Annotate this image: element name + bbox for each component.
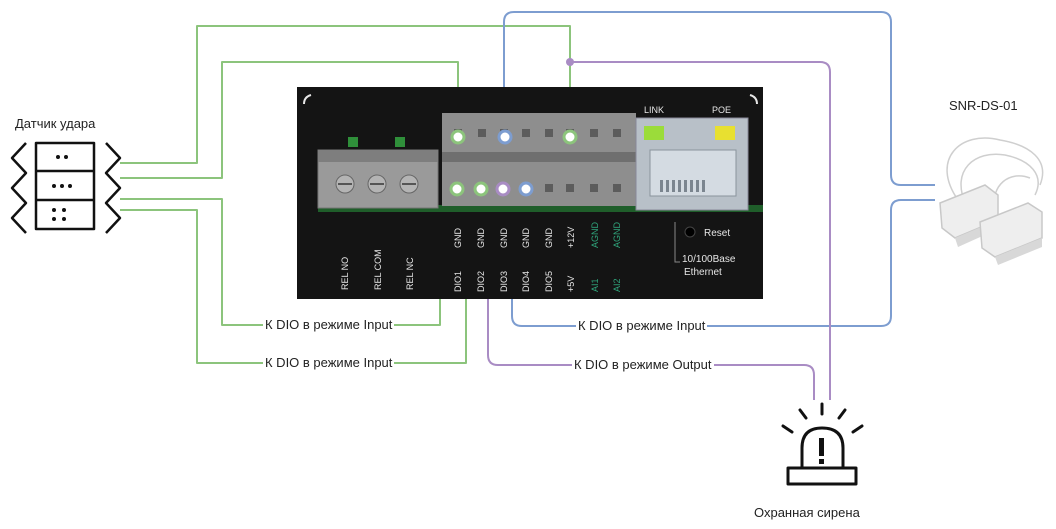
wire-label-input-2: К DIO в режиме Input (263, 355, 395, 371)
relay-pin-label: REL NO (340, 257, 350, 290)
controller-panel (297, 87, 763, 299)
pin-label-bottom: DIO2 (476, 271, 486, 292)
pin-label-top: GND (544, 228, 554, 249)
wire-label-input-1: К DIO в режиме Input (263, 317, 395, 333)
pin-label-bottom: AI1 (590, 278, 600, 292)
link-label: LINK (644, 105, 664, 115)
magnet-body-icon (939, 184, 1043, 265)
magnetic-sensor-label: SNR-DS-01 (949, 98, 1018, 113)
pin-label-bottom: DIO5 (544, 271, 554, 292)
pin-label-bottom: DIO1 (453, 271, 463, 292)
pin-label-bottom: +5V (566, 276, 576, 292)
purple-wire-siren (570, 61, 831, 400)
terminal-markers (449, 129, 578, 197)
wire-label-output: К DIO в режиме Output (572, 357, 714, 373)
relay-pin-label: REL NC (405, 257, 415, 290)
reset-icon (684, 226, 696, 238)
blue-wire-top (503, 11, 935, 186)
pin-label-top: GND (453, 228, 463, 249)
pin-label-bottom: DIO4 (521, 271, 531, 292)
ethernet-label-2: Ethernet (684, 267, 722, 278)
ethernet-label-1: 10/100Base (682, 254, 736, 265)
relay-pin-label: REL COM (373, 249, 383, 290)
blue-wire-bottom (511, 196, 935, 327)
siren-label: Охранная сирена (754, 505, 860, 520)
pin-label-top: GND (521, 228, 531, 249)
purple-wire-output (487, 195, 815, 400)
shock-sensor-label: Датчик удара (15, 116, 96, 131)
pin-label-bottom: AI2 (612, 278, 622, 292)
pin-label-top: GND (499, 228, 509, 249)
pin-label-top: +12V (566, 227, 576, 248)
siren-icon (781, 402, 864, 486)
pin-label-top: AGND (590, 221, 600, 248)
pin-label-top: GND (476, 228, 486, 249)
reset-label: Reset (704, 228, 730, 239)
pin-label-bottom: DIO3 (499, 271, 509, 292)
wire-label-input-3: К DIO в режиме Input (576, 318, 708, 334)
wire-junction (566, 58, 574, 66)
poe-label: POE (712, 105, 731, 115)
pin-label-top: AGND (612, 221, 622, 248)
